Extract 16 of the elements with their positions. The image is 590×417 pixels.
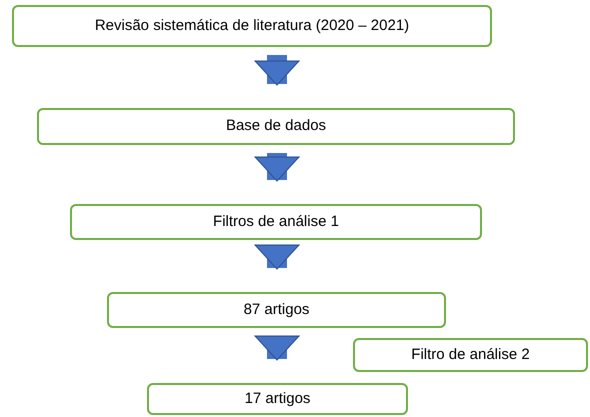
block-arrow: [254, 244, 300, 270]
process-box: [107, 292, 446, 328]
box-label: 87 artigos: [244, 300, 310, 320]
process-box: [353, 338, 588, 372]
block-arrow: [254, 336, 300, 360]
process-box: [147, 383, 408, 415]
block-arrow: [254, 55, 300, 86]
box-label: 17 artigos: [244, 390, 310, 408]
box-label: Revisão sistemática de literatura (2020 – 2021): [94, 16, 410, 36]
box-label: Filtros de análise 1: [213, 212, 339, 232]
process-box: [12, 5, 492, 47]
box-label: Filtro de análise 2: [411, 346, 530, 364]
box-label: Base de dados: [226, 117, 326, 136]
process-box: [70, 204, 482, 240]
block-arrow: [254, 153, 300, 182]
process-box: [37, 108, 515, 145]
